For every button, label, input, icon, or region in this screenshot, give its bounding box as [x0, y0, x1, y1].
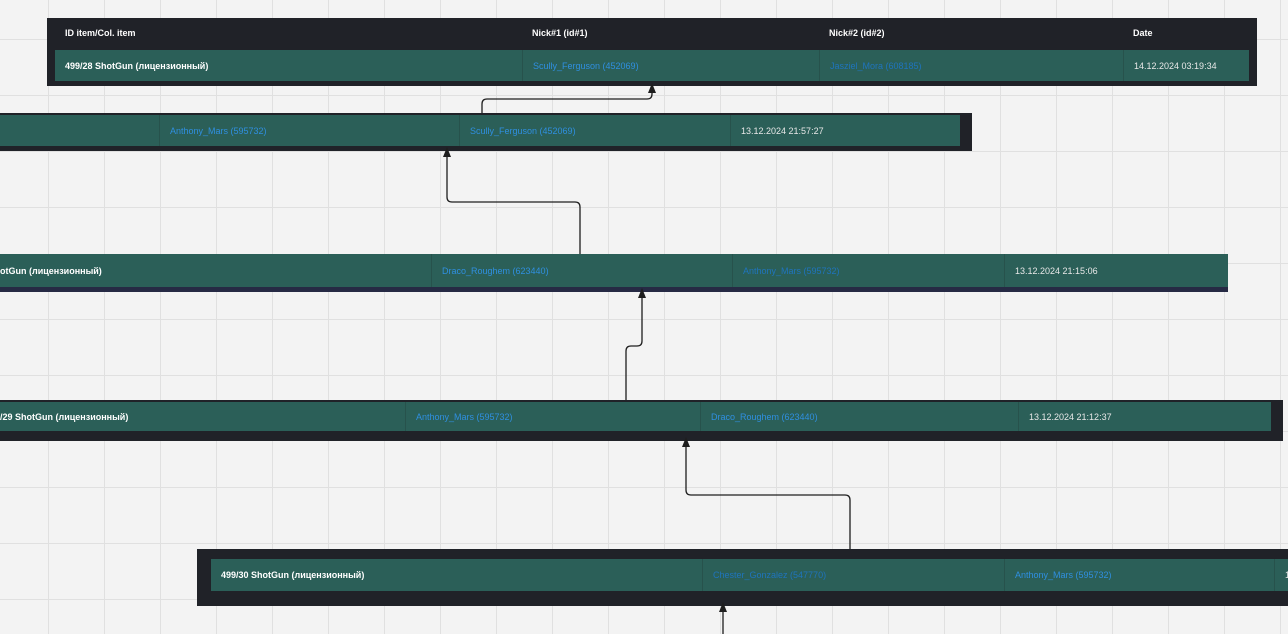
cell-item — [0, 115, 159, 146]
transfer-table-3: otGun (лицензионный) Draco_Roughem (6234… — [0, 254, 1228, 292]
table-row: /29 ShotGun (лицензионный) Anthony_Mars … — [0, 402, 1271, 431]
cell-date: 13.12.2024 21:57:27 — [730, 115, 950, 146]
cell-item: /29 ShotGun (лицензионный) — [0, 411, 129, 422]
header-nick1: Nick#1 (id#1) — [532, 28, 588, 38]
header-nick2: Nick#2 (id#2) — [829, 28, 885, 38]
table-row: 499/28 ShotGun (лицензионный) Scully_Fer… — [55, 50, 1249, 81]
cell-nick1-link[interactable]: Anthony_Mars (595732) — [159, 115, 459, 146]
transfer-table-1: ID item/Col. item Nick#1 (id#1) Nick#2 (… — [47, 18, 1257, 86]
cell-item: 499/30 ShotGun (лицензионный) — [221, 570, 365, 580]
cell-item: 499/28 ShotGun (лицензионный) — [65, 60, 209, 71]
table-row: 499/30 ShotGun (лицензионный) Chester_Go… — [211, 559, 1288, 591]
arrow-t4-to-t3 — [625, 288, 646, 400]
cell-nick2-link[interactable]: Anthony_Mars (595732) — [732, 254, 1004, 287]
cell-nick1-link[interactable]: Chester_Gonzalez (547770) — [702, 559, 1004, 591]
transfer-table-2: Anthony_Mars (595732) Scully_Ferguson (4… — [0, 113, 972, 151]
cell-nick2-link[interactable]: Scully_Ferguson (452069) — [459, 115, 730, 146]
arrow-t5-to-t4 — [682, 437, 851, 549]
cell-nick2-link[interactable]: Jasziel_Mora (608185) — [819, 50, 1123, 81]
cell-date: 14.12.2024 03:19:34 — [1123, 50, 1249, 81]
table-header: ID item/Col. item Nick#1 (id#1) Nick#2 (… — [47, 18, 1257, 48]
cell-date: 13.12.2024 21:15:06 — [1004, 254, 1228, 287]
cell-nick2-link[interactable]: Anthony_Mars (595732) — [1004, 559, 1274, 591]
transfer-table-5: 499/30 ShotGun (лицензионный) Chester_Go… — [197, 549, 1288, 606]
table-row: Anthony_Mars (595732) Scully_Ferguson (4… — [0, 115, 960, 146]
transfer-table-4: /29 ShotGun (лицензионный) Anthony_Mars … — [0, 400, 1283, 441]
table-row: otGun (лицензионный) Draco_Roughem (6234… — [0, 254, 1228, 287]
arrow-t3-to-t2 — [443, 147, 581, 254]
cell-nick2-link[interactable]: Draco_Roughem (623440) — [700, 402, 1018, 431]
header-date: Date — [1133, 28, 1153, 38]
cell-item: otGun (лицензионный) — [0, 265, 102, 276]
cell-nick1-link[interactable]: Anthony_Mars (595732) — [405, 402, 700, 431]
arrow-t2-to-t1 — [481, 83, 656, 113]
cell-nick1-link[interactable]: Scully_Ferguson (452069) — [522, 50, 819, 81]
cell-date: 1 — [1274, 559, 1288, 591]
header-item: ID item/Col. item — [65, 28, 136, 38]
cell-date: 13.12.2024 21:12:37 — [1018, 402, 1261, 431]
cell-nick1-link[interactable]: Draco_Roughem (623440) — [431, 254, 732, 287]
